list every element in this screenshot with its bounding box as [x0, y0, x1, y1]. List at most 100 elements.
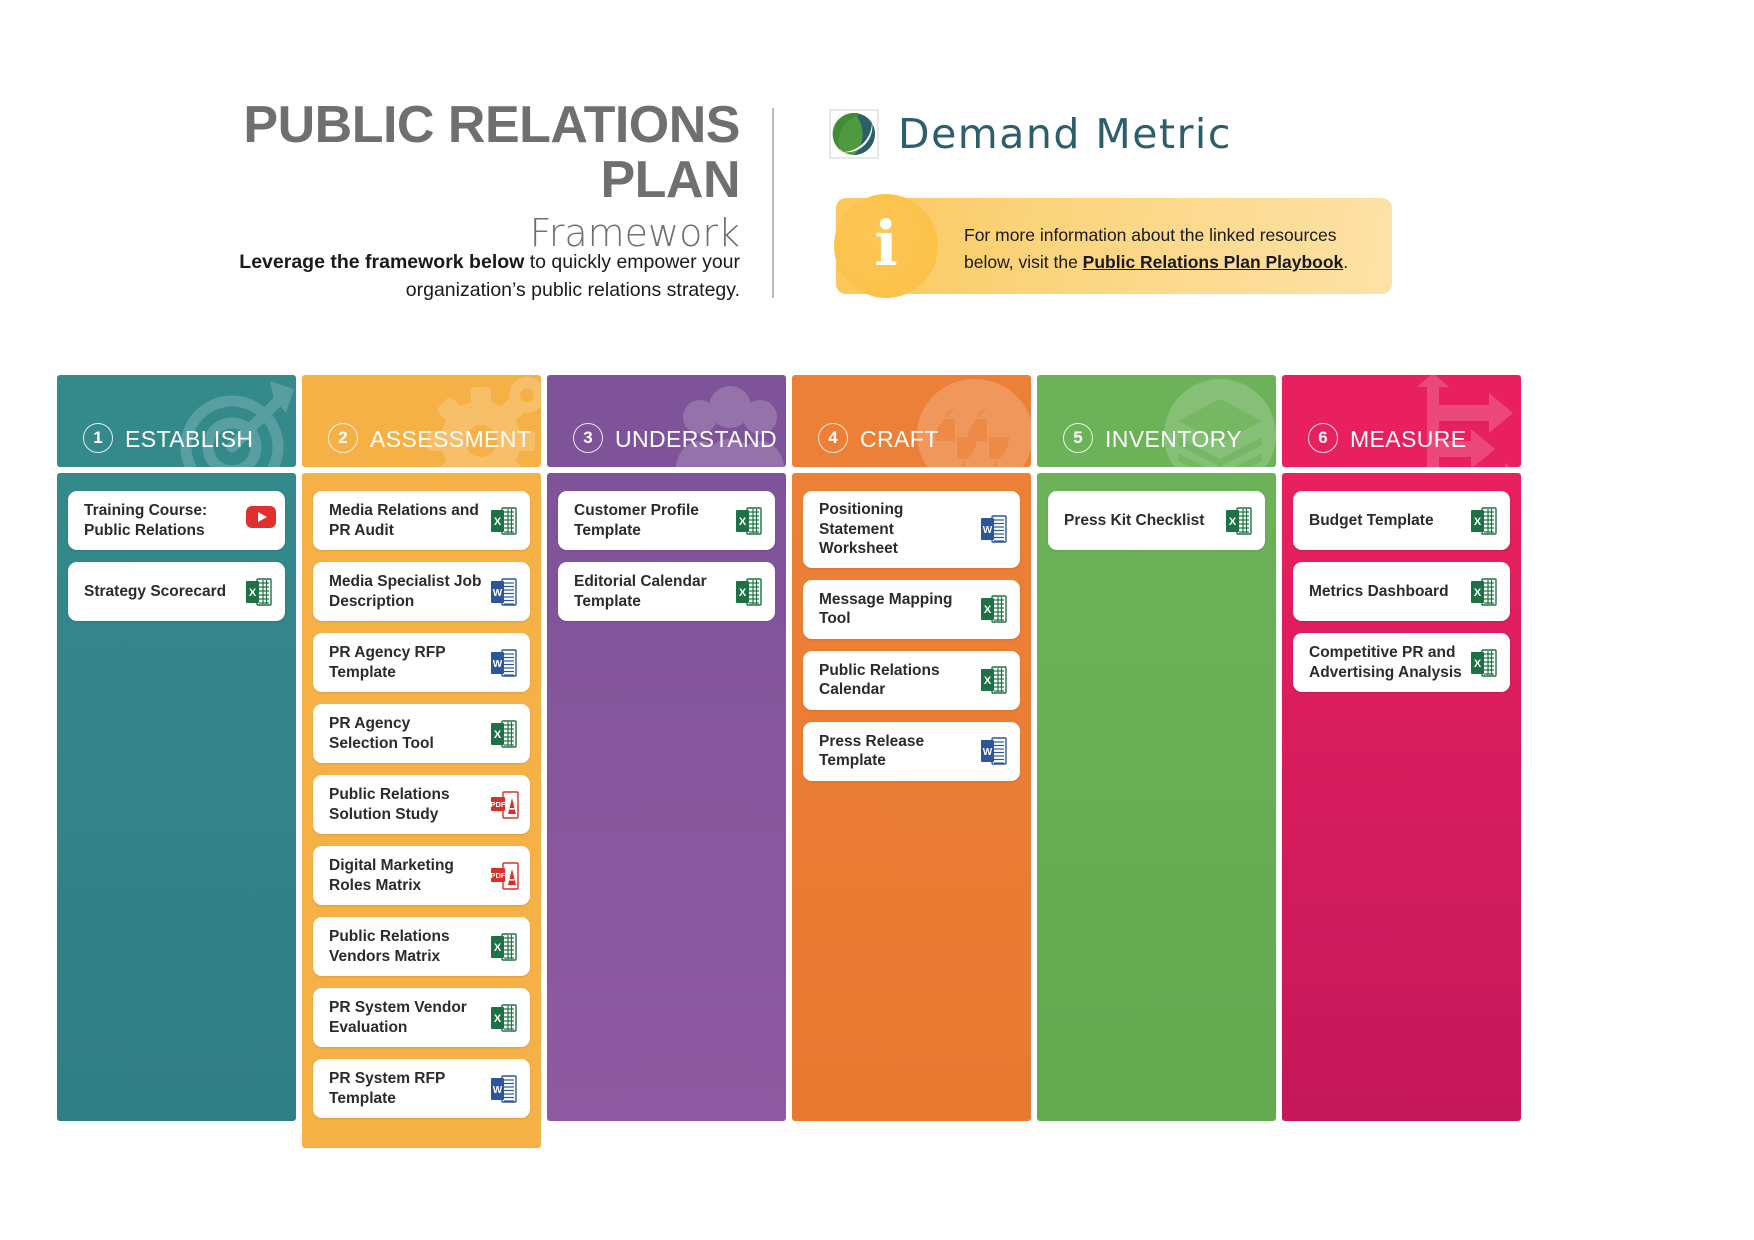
resource-card[interactable]: Editorial Calendar Template X — [558, 562, 775, 621]
column-header-4: 4 CRAFT — [792, 375, 1031, 467]
info-icon: i — [834, 194, 938, 298]
resource-label: PR System RFP Template — [329, 1069, 446, 1107]
framework-column-craft: 4 CRAFT Positioning Statement Worksheet W … — [792, 375, 1031, 1148]
excel-icon[interactable]: X — [491, 506, 517, 536]
word-icon[interactable]: W — [491, 648, 517, 678]
excel-icon[interactable]: X — [736, 577, 762, 607]
resource-label: Editorial Calendar Template — [574, 572, 707, 610]
resource-card[interactable]: PR Agency Selection Tool X — [313, 704, 530, 763]
svg-text:X: X — [984, 604, 992, 616]
info-glyph: i — [874, 207, 898, 280]
column-body-5: Press Kit Checklist X — [1037, 473, 1276, 1121]
svg-text:W: W — [493, 588, 503, 599]
resource-card[interactable]: Public Relations Vendors Matrix X — [313, 917, 530, 976]
word-icon[interactable]: W — [491, 577, 517, 607]
resource-label: PR Agency RFP Template — [329, 643, 446, 681]
resource-card[interactable]: Customer Profile Template X — [558, 491, 775, 550]
resource-card[interactable]: Training Course: Public Relations — [68, 491, 285, 550]
resource-label: Message Mapping Tool — [819, 590, 953, 628]
resource-card[interactable]: Budget Template X — [1293, 491, 1510, 550]
resource-card[interactable]: Public Relations Calendar X — [803, 650, 1020, 710]
resource-card[interactable]: Digital Marketing Roles Matrix PDF — [313, 846, 530, 905]
resource-card[interactable]: Positioning Statement Worksheet W — [803, 491, 1020, 568]
title-subtitle: Framework — [529, 211, 740, 256]
pdf-icon[interactable]: PDF — [491, 790, 519, 820]
excel-icon[interactable]: X — [1471, 577, 1497, 607]
svg-text:X: X — [494, 942, 502, 954]
resource-card[interactable]: Competitive PR and Advertising Analysis … — [1293, 633, 1510, 692]
resource-label: Media Specialist Job Description — [329, 572, 482, 610]
word-icon[interactable]: W — [981, 514, 1007, 544]
resource-card[interactable]: PR System Vendor Evaluation X — [313, 988, 530, 1047]
excel-icon[interactable]: X — [491, 932, 517, 962]
excel-icon[interactable]: X — [246, 577, 272, 607]
column-number-badge: 6 — [1308, 423, 1338, 453]
excel-icon[interactable]: X — [736, 506, 762, 536]
title-main: PUBLIC RELATIONS PLAN — [243, 96, 740, 209]
resource-card[interactable]: PR Agency RFP Template W — [313, 633, 530, 692]
svg-text:W: W — [983, 525, 993, 536]
column-number-badge: 2 — [328, 423, 358, 453]
resource-card[interactable]: Metrics Dashboard X — [1293, 562, 1510, 621]
resource-card[interactable]: Press Kit Checklist X — [1048, 491, 1265, 550]
pdf-icon[interactable]: PDF — [491, 861, 519, 891]
resource-label: Press Kit Checklist — [1064, 511, 1205, 529]
svg-text:W: W — [983, 747, 993, 758]
resource-label: PR System Vendor Evaluation — [329, 998, 467, 1036]
resource-card[interactable]: Media Specialist Job Description W — [313, 562, 530, 621]
layers-icon — [1150, 375, 1276, 467]
info-text: For more information about the linked re… — [964, 222, 1374, 276]
resource-card[interactable]: Press Release Template W — [803, 721, 1020, 781]
target-icon — [170, 375, 296, 467]
resource-label: Public Relations Solution Study — [329, 785, 450, 823]
excel-icon[interactable]: X — [1226, 506, 1252, 536]
svg-text:PDF: PDF — [491, 800, 506, 809]
arrows-icon — [1395, 375, 1521, 467]
word-icon[interactable]: W — [981, 736, 1007, 766]
column-number-badge: 4 — [818, 423, 848, 453]
svg-text:X: X — [984, 675, 992, 687]
demand-metric-swoosh-icon — [828, 108, 880, 160]
resource-label: Competitive PR and Advertising Analysis — [1309, 643, 1462, 681]
resource-card[interactable]: Media Relations and PR Audit X — [313, 491, 530, 550]
info-bar: i For more information about the linked … — [834, 194, 1392, 298]
excel-icon[interactable]: X — [491, 1003, 517, 1033]
column-title: CRAFT — [860, 426, 939, 452]
resource-card[interactable]: Message Mapping Tool X — [803, 579, 1020, 639]
column-body-4: Positioning Statement Worksheet W Messag… — [792, 473, 1031, 1121]
excel-icon[interactable]: X — [981, 594, 1007, 624]
info-text-before: For more information about the linked re… — [964, 225, 1337, 273]
excel-icon[interactable]: X — [491, 719, 517, 749]
resource-label: Training Course: Public Relations — [84, 501, 208, 539]
resource-label: Digital Marketing Roles Matrix — [329, 856, 454, 894]
column-body-1: Training Course: Public Relations Strate… — [57, 473, 296, 1121]
resource-label: PR Agency Selection Tool — [329, 714, 434, 752]
page-header: PUBLIC RELATIONS PLAN Framework Leverage… — [0, 0, 1754, 360]
playbook-link[interactable]: Public Relations Plan Playbook — [1082, 252, 1344, 273]
resource-card[interactable]: PR System RFP Template W — [313, 1059, 530, 1118]
tagline: Leverage the framework below to quickly … — [200, 248, 740, 305]
resource-card[interactable]: Public Relations Solution Study PDF — [313, 775, 530, 834]
resource-label: Budget Template — [1309, 511, 1434, 529]
svg-text:X: X — [1474, 587, 1482, 599]
header-divider — [772, 108, 774, 298]
tagline-bold: Leverage the framework below — [239, 251, 525, 273]
column-number-badge: 1 — [83, 423, 113, 453]
resource-card[interactable]: Strategy Scorecard X — [68, 562, 285, 621]
excel-icon[interactable]: X — [1471, 506, 1497, 536]
column-number-badge: 3 — [573, 423, 603, 453]
excel-icon[interactable]: X — [1471, 648, 1497, 678]
resource-label: Metrics Dashboard — [1309, 582, 1449, 600]
word-icon[interactable]: W — [491, 1074, 517, 1104]
excel-icon[interactable]: X — [981, 665, 1007, 695]
youtube-icon[interactable] — [246, 505, 276, 536]
